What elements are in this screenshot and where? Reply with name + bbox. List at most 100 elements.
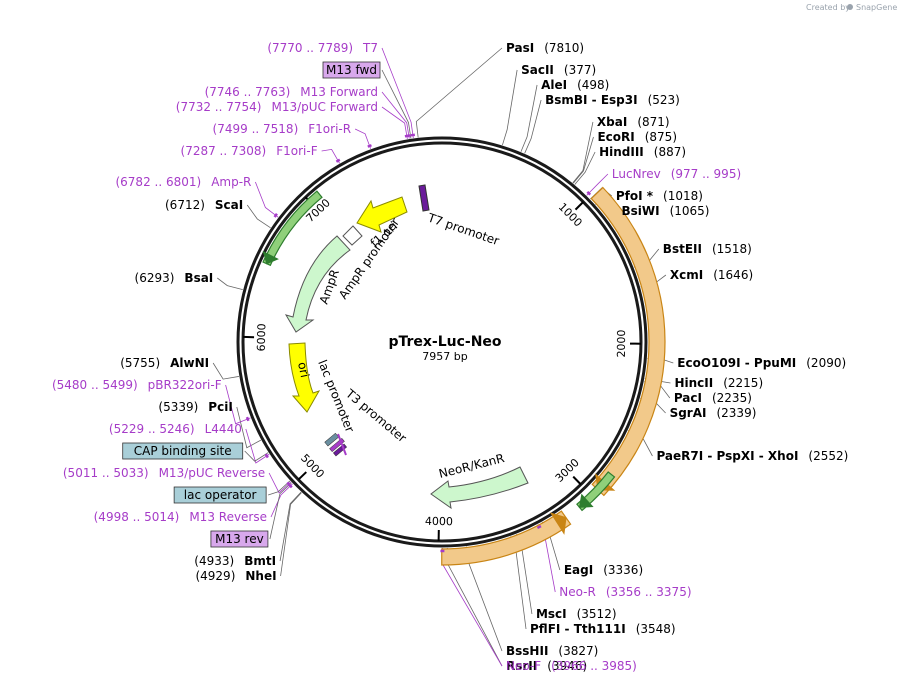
site-name: EagI <box>564 563 593 577</box>
tick-5000 <box>297 471 307 481</box>
primer-name: Amp-R <box>211 175 251 189</box>
primer-range: (977 .. 995) <box>671 167 741 181</box>
tick-3000 <box>572 475 582 486</box>
tick-label-2000: 2000 <box>615 329 628 357</box>
primer-mark-amp-r <box>273 213 278 218</box>
feature-box-lac-operator <box>173 486 267 504</box>
site-alwni: (5755)AlwNI <box>120 356 209 370</box>
primer-m13-puc-reverse: (5011 .. 5033) M13/pUC Reverse <box>63 466 265 480</box>
ampr-cds-arc <box>262 190 323 267</box>
site-position: (7810) <box>544 41 584 55</box>
site-bsmbi-esp3i: BsmBI - Esp3I(523) <box>545 93 680 107</box>
site-name: PasI <box>506 41 534 55</box>
ampr-promoter-arrow <box>342 225 363 246</box>
primer-name: M13 Forward <box>300 85 378 99</box>
plasmid-size: 7957 bp <box>422 350 467 363</box>
site-name: XbaI <box>597 115 627 129</box>
primer-m13-forward-leader <box>381 91 410 139</box>
site-bsshii: BssHII(3827) <box>506 644 598 658</box>
site-nhei-leader <box>280 492 302 577</box>
watermark: Created by SnapGene <box>806 3 897 12</box>
site-name: AleI <box>541 78 567 92</box>
site-name: RsrII <box>506 659 537 673</box>
primer-range: (7770 .. 7789) <box>267 41 353 55</box>
primer-name: L4440 <box>205 422 242 436</box>
primer-neo-f-leader <box>442 547 503 667</box>
primer-range: (4998 .. 5014) <box>94 510 180 524</box>
primer-mark-pbr322ori-f <box>245 416 250 422</box>
t7-promoter-arrow <box>418 184 430 212</box>
primer-m13-reverse: (4998 .. 5014)M13 Reverse <box>94 510 267 524</box>
primer-range: (5229 .. 5246) <box>109 422 195 436</box>
primer-t7-leader <box>381 47 414 139</box>
site-name: NheI <box>245 569 276 583</box>
feature-m13-rev-leader <box>269 482 292 540</box>
site-name: BmtI <box>244 554 276 568</box>
luc-inner-arrowhead <box>578 493 594 508</box>
site-position: (1646) <box>713 268 753 282</box>
neo-cds-arc <box>441 510 572 566</box>
site-name: SgrAI <box>670 406 707 420</box>
ampr-arrow <box>284 235 351 333</box>
site-name: ScaI <box>215 198 243 212</box>
primer-mark-m13-puc-forward <box>404 134 410 138</box>
site-position: (2215) <box>723 376 763 390</box>
site-name: PacI <box>674 391 702 405</box>
site-position: (4929) <box>195 569 235 583</box>
feature-m13-fwd-leader <box>381 69 412 139</box>
site-alwni-leader <box>212 362 239 380</box>
site-eagi: EagI(3336) <box>564 563 643 577</box>
primer-m13-puc-forward: (7732 .. 7754)M13/pUC Forward <box>176 100 378 114</box>
primer-l4440-leader <box>245 428 270 464</box>
site-position: (523) <box>648 93 680 107</box>
feature-label-m13-fwd: M13 fwd <box>326 63 377 77</box>
luc-cds-arc <box>590 186 666 497</box>
site-name: PflFI - Tth111I <box>530 622 626 636</box>
t3-lac-cluster <box>324 432 348 457</box>
site-pcii-leader <box>236 406 262 449</box>
site-bsmbi-esp3i-leader <box>524 99 542 154</box>
primer-amp-r: (6782 .. 6801)Amp-R <box>115 175 251 189</box>
site-scai-leader <box>246 204 271 229</box>
site-position: (1518) <box>712 242 752 256</box>
site-bsiwi: BsiWI(1065) <box>621 204 709 218</box>
site-name: BsiWI <box>621 204 659 218</box>
site-ecori: EcoRI(875) <box>597 130 677 144</box>
primer-amp-r-leader <box>255 181 279 218</box>
site-position: (3512) <box>577 607 617 621</box>
watermark-text: Created by <box>806 3 850 12</box>
primer-mark-f1ori-f <box>335 158 341 163</box>
site-xbai: XbaI(871) <box>597 115 670 129</box>
primer-name: pBR322ori-F <box>148 378 222 392</box>
feature-box-cap-binding-site <box>122 442 244 460</box>
site-name: HindIII <box>599 145 644 159</box>
site-name: HincII <box>674 376 713 390</box>
feature-arcs <box>245 133 666 566</box>
primer-mark-m13-reverse <box>288 483 293 489</box>
brand-text: SnapGene <box>856 3 897 12</box>
primer-name: M13/pUC Reverse <box>159 466 266 480</box>
site-rsrii-leader <box>446 547 503 667</box>
neor-label: NeoR/KanR <box>437 451 505 481</box>
ori-arrow <box>288 342 321 413</box>
neor-arrow <box>430 466 529 510</box>
site-position: (498) <box>577 78 609 92</box>
primer-pbr322ori-f-leader <box>225 384 251 425</box>
primer-mark-t7 <box>410 133 416 137</box>
backbone-outer-ring <box>236 136 648 548</box>
primer-range: (5011 .. 5033) <box>63 466 149 480</box>
site-name: AlwNI <box>170 356 209 370</box>
primer-range: (7499 .. 7518) <box>213 122 299 136</box>
site-position: (3827) <box>558 644 598 658</box>
site-name: EcoO109I - PpuMI <box>677 356 796 370</box>
primer-lucnrev-leader <box>586 173 609 196</box>
primer-f1ori-f-leader <box>321 148 340 164</box>
backbone-inner-ring <box>241 141 643 543</box>
feature-label-cap-binding-site: CAP binding site <box>134 444 232 458</box>
primer-m13-reverse-leader <box>270 483 293 518</box>
site-bmti-leader <box>279 491 302 562</box>
site-bsai-leader <box>217 277 243 291</box>
site-sgrai: SgrAI(2339) <box>670 406 757 420</box>
site-pcii: (5339)PciI <box>158 400 232 414</box>
site-alei: AleI (498) <box>541 78 609 92</box>
